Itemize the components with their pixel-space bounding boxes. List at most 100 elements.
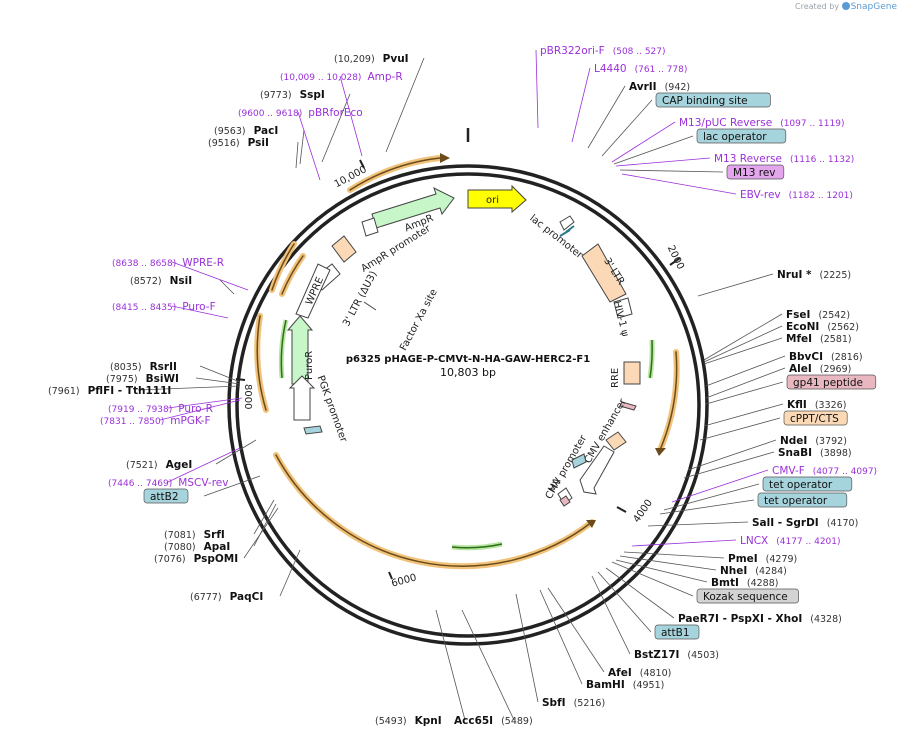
- tick-label-8000: 8000: [242, 384, 253, 409]
- leader-line: [703, 325, 783, 363]
- label-psii: (9516)PsiI: [208, 137, 269, 149]
- label-sspi: (9773)SspI: [260, 89, 325, 101]
- enzyme-label: BamHI(4951): [586, 679, 664, 691]
- leader-line: [611, 561, 694, 597]
- leader-line: [253, 503, 277, 547]
- enzyme-name: BsiWI: [146, 373, 179, 385]
- leader-line: [199, 365, 241, 383]
- enzyme-label: SalI - SgrDI(4170): [752, 517, 858, 529]
- enzyme-position: (7081): [164, 530, 196, 541]
- primer-name: L4440: [594, 63, 627, 75]
- enzyme-label: NheI (4284): [720, 565, 787, 577]
- primer-position: (9600 .. 9618): [238, 109, 302, 119]
- leader-line: [705, 355, 786, 387]
- ha-feature: HA: [547, 476, 573, 507]
- leader-line: [587, 85, 626, 149]
- primer-position: (7919 .. 7938): [108, 405, 172, 415]
- enzyme-name: AgeI: [166, 459, 193, 471]
- plasmid-length: 10,803 bp: [440, 366, 496, 379]
- enzyme-position: (5493): [375, 716, 407, 727]
- leader-line: [615, 559, 708, 583]
- snapgene-logo-icon: [841, 2, 850, 10]
- leader-line: [299, 129, 305, 165]
- label-pflfi: (7961)PflFI - Tth111I: [48, 385, 171, 397]
- backbone-inner-ring: [235, 172, 701, 638]
- enzyme-label: (7076)PspOMI: [154, 553, 238, 565]
- enzyme-name: PspOMI: [194, 553, 239, 565]
- enzyme-label: FseI(2542): [786, 309, 850, 321]
- enzyme-name: SnaBI: [778, 447, 812, 459]
- leader-line: [253, 499, 275, 535]
- enzyme-name: PacI: [254, 125, 279, 137]
- label-leader-lines: [137, 49, 786, 721]
- enzyme-name: SbfI: [542, 697, 566, 709]
- enzyme-position: (2816): [831, 352, 863, 363]
- enzyme-label: AfeI(4810): [608, 667, 671, 679]
- primer-label: (9600 .. 9618)pBRforEco: [238, 107, 363, 119]
- primer-position: (7446 .. 7469): [108, 479, 172, 489]
- leader-line: [279, 549, 301, 597]
- lac-promoter-feature: lac promoter: [527, 213, 585, 262]
- feature-box: [696, 128, 787, 144]
- primer-position: (7831 .. 7850): [100, 417, 164, 427]
- label-agei: (7521)AgeI: [126, 459, 192, 471]
- enzyme-position: (9563): [214, 126, 246, 137]
- label-ampr: (10,009 .. 10,028)Amp-R: [280, 71, 403, 83]
- feature-box: [762, 476, 853, 492]
- primer-name: Puro-R: [178, 403, 213, 415]
- wpre-feature: WPRE: [295, 263, 331, 319]
- label-bsiwi: (7975) BsiWI: [106, 373, 179, 385]
- enzyme-name: Acc65I: [454, 715, 493, 727]
- label-m13puc: M13/pUC Reverse(1097 .. 1119): [679, 117, 844, 129]
- enzyme-name: ApaI: [204, 541, 231, 553]
- enzyme-name: BstZ17I: [634, 649, 679, 661]
- leader-line: [663, 483, 760, 511]
- leader-line: [703, 313, 783, 361]
- label-m13revbox: M13 rev: [726, 164, 785, 180]
- feature-label-lac-promoter: lac promoter: [527, 213, 585, 262]
- feature-box: [655, 92, 771, 108]
- feature-box-label: CAP binding site: [662, 95, 748, 107]
- primer-position: (508 .. 527): [613, 47, 666, 57]
- leader-line: [647, 521, 749, 527]
- label-nrui: NruI *(2225): [777, 269, 851, 281]
- enzyme-name: BamHI: [586, 679, 625, 691]
- snapgene-credit: Created by SnapGene: [795, 2, 897, 12]
- label-bstz17i: BstZ17I(4503): [634, 649, 719, 661]
- leader-line: [215, 439, 257, 465]
- primer-name: EBV-rev: [740, 189, 781, 201]
- label-sbfi: SbfI(5216): [542, 697, 605, 709]
- label-nhei: NheI (4284): [720, 565, 787, 577]
- feature-box-label: tet operator: [769, 479, 833, 491]
- leader-line: [171, 261, 249, 291]
- enzyme-position: (2969): [820, 364, 852, 375]
- enzyme-name: PvuI: [383, 53, 409, 65]
- label-cppt: cPPT/CTS: [783, 410, 848, 426]
- backbone-outer-ring: [227, 164, 709, 646]
- label-gp41: gp41 peptide: [786, 374, 877, 390]
- enzyme-position: (7975): [106, 374, 138, 385]
- ori-feature: ori: [467, 184, 527, 214]
- feature-box: [143, 488, 189, 504]
- enzyme-position: (4284): [755, 566, 787, 577]
- enzyme-position: (942): [665, 82, 691, 93]
- tick-marks: [235, 159, 681, 580]
- enzyme-name: NdeI: [780, 435, 807, 447]
- enzyme-label: SbfI(5216): [542, 697, 605, 709]
- enzyme-name: AvrII: [629, 81, 657, 93]
- enzyme-position: (4810): [640, 668, 672, 679]
- enzyme-name: NruI *: [777, 269, 812, 281]
- enzyme-name: NheI: [720, 565, 747, 577]
- enzyme-name: BmtI: [711, 577, 739, 589]
- label-ebvrev: EBV-rev(1182 .. 1201): [740, 189, 853, 201]
- label-mpgk: (7831 .. 7850)mPGK-F: [100, 415, 211, 427]
- label-apai: (7080)ApaI: [164, 541, 230, 553]
- enzyme-name: KpnI: [415, 715, 442, 727]
- label-attb1: attB1: [654, 624, 700, 640]
- leader-line: [697, 273, 774, 297]
- leader-line: [167, 397, 243, 409]
- label-paer7i: PaeR7I - PspXI - XhoI(4328): [678, 613, 842, 625]
- primer-name: WPRE-R: [182, 257, 224, 269]
- enzyme-label: (8572)NsiI: [130, 275, 192, 287]
- enzyme-name: PaqCI: [230, 591, 264, 603]
